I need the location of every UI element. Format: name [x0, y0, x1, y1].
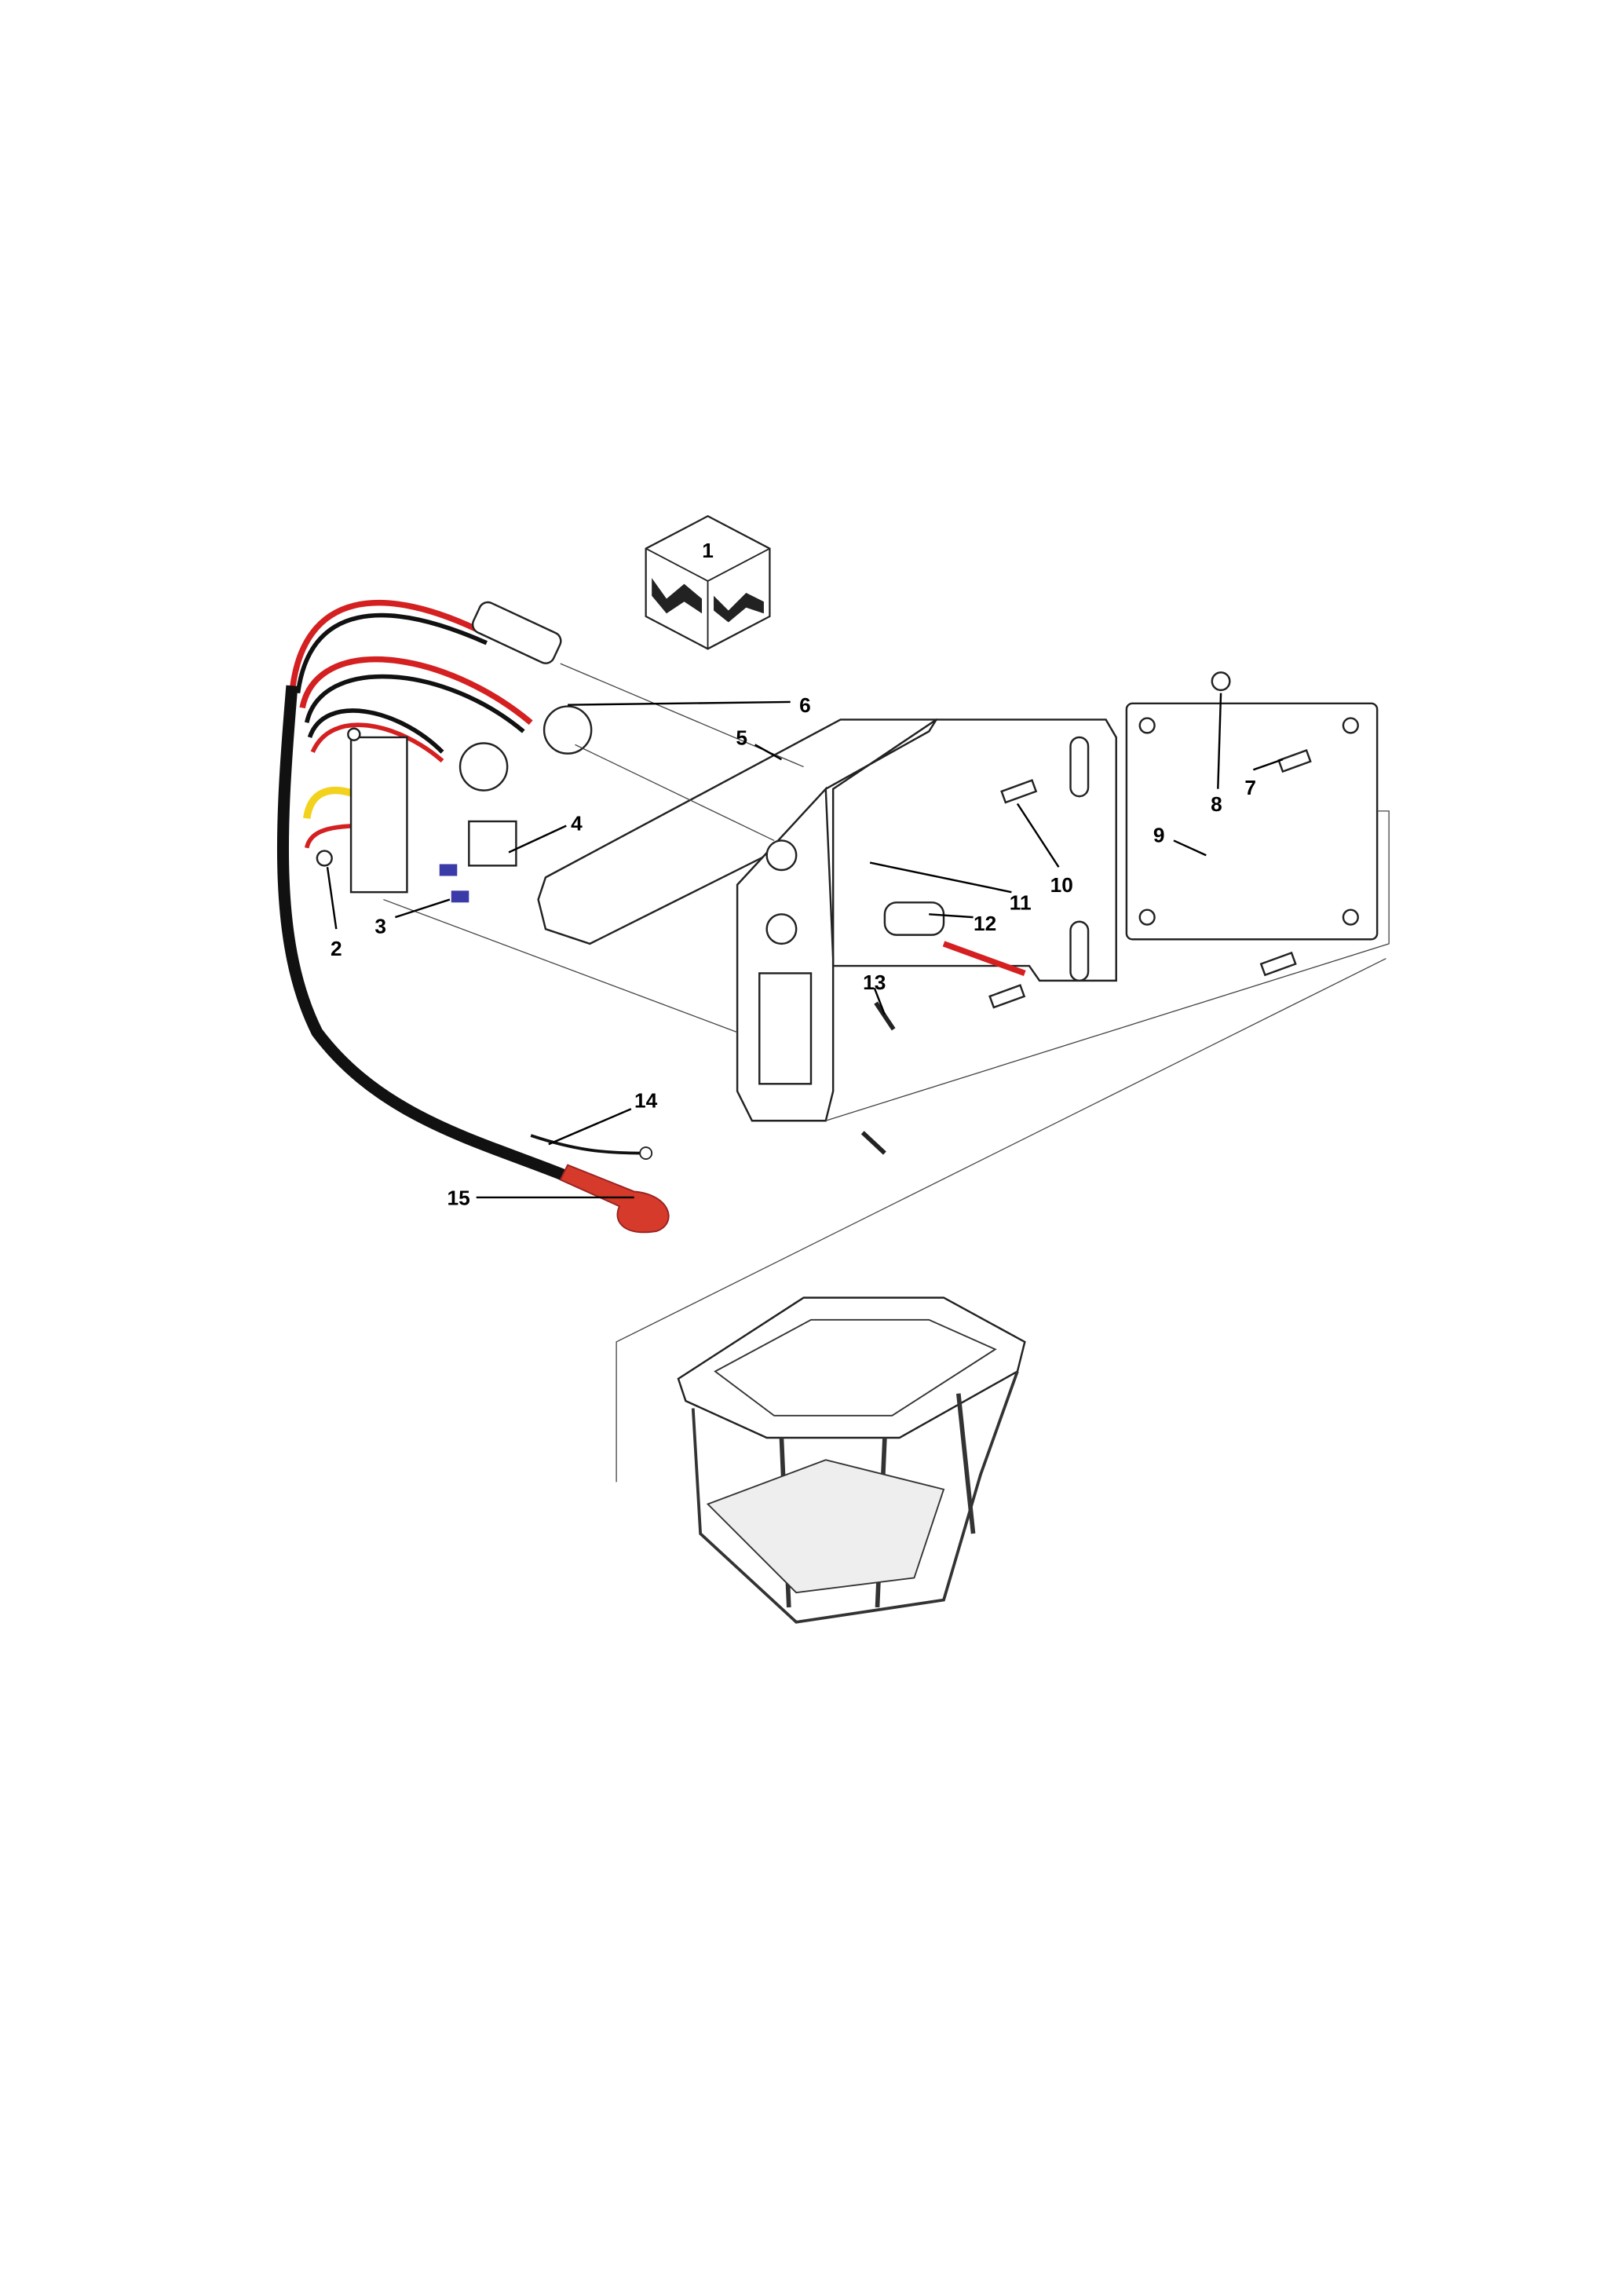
cab-frame	[677, 1296, 1026, 1624]
callout-7: 7	[1244, 776, 1256, 799]
fuse	[439, 864, 458, 876]
nut	[316, 850, 333, 867]
bolt	[1000, 779, 1038, 804]
callout-13: 13	[863, 971, 886, 994]
kit-cube-icon: 1	[645, 515, 771, 650]
callout-6: 6	[799, 693, 811, 717]
callout-14: 14	[634, 1088, 658, 1112]
mounting-bracket	[537, 718, 1117, 1122]
callout-10: 10	[1050, 873, 1073, 897]
wire-harness	[276, 599, 670, 1234]
bolt	[1259, 951, 1297, 977]
relay	[468, 820, 517, 867]
callout-3: 3	[374, 915, 386, 938]
callout-15: 15	[448, 1186, 470, 1209]
bolt	[1277, 748, 1312, 773]
callout-leaders	[326, 693, 1284, 1199]
fuse	[451, 890, 469, 903]
plug-connector	[471, 601, 562, 664]
socket-connector	[883, 901, 945, 936]
callout-12: 12	[974, 912, 996, 935]
callout-9: 9	[1153, 823, 1165, 846]
kit-label: 1	[702, 539, 714, 562]
cover-plate	[1125, 702, 1379, 941]
round-connector	[542, 705, 593, 755]
callout-8: 8	[1211, 792, 1222, 816]
nut	[1211, 671, 1231, 692]
round-connector	[458, 742, 509, 792]
battery-boot	[559, 1164, 670, 1234]
nut	[347, 727, 361, 741]
callout-4: 4	[571, 811, 583, 835]
bolt	[988, 984, 1026, 1009]
switch-panel	[349, 736, 408, 894]
callout-5: 5	[736, 726, 747, 749]
callout-11: 11	[1010, 891, 1032, 915]
callout-2: 2	[331, 937, 342, 960]
